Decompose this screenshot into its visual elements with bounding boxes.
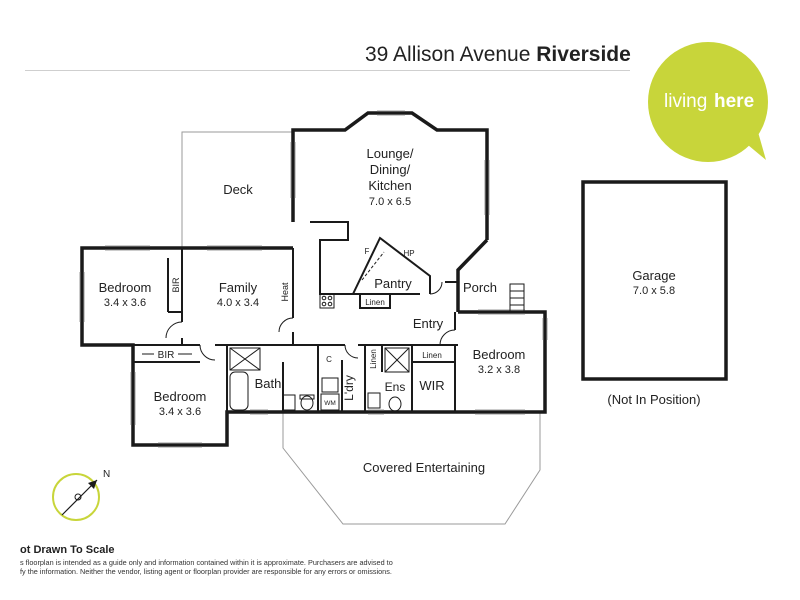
label-wir: WIR: [419, 378, 444, 393]
label-pantry: Pantry: [374, 276, 412, 291]
disclaimer-line-2: fy the information. Neither the vendor, …: [20, 567, 392, 576]
covered-entertaining-outline: [282, 412, 541, 525]
logo-tail: [742, 132, 766, 160]
ensuite-shower: [384, 347, 410, 373]
scale-notice: ot Drawn To Scale: [20, 544, 115, 556]
label-bedroom-east-size: 3.2 x 3.8: [478, 364, 520, 376]
disclaimer-line-1: s floorplan is intended as a guide only …: [20, 558, 393, 567]
label-bedroom-sw: Bedroom: [154, 389, 207, 404]
header-divider: [25, 70, 630, 71]
label-garage: Garage: [632, 268, 675, 283]
bath-toilet: [300, 395, 314, 411]
fixtures: [165, 251, 525, 412]
label-porch: Porch: [463, 280, 497, 295]
suburb-name: Riverside: [536, 43, 631, 66]
label-bedroom-west: Bedroom: [99, 280, 152, 295]
label-family-size: 4.0 x 3.4: [217, 297, 259, 309]
label-wm: WM: [324, 400, 336, 407]
label-ensuite: Ens: [385, 380, 406, 394]
label-garage-size: 7.0 x 5.8: [633, 285, 675, 297]
bathtub: [229, 371, 249, 411]
label-linen-ens: Linen: [369, 349, 378, 369]
logo-word-here: here: [714, 91, 754, 112]
property-address: 39 Allison Avenue Riverside: [365, 43, 631, 67]
laundry-tub: [321, 377, 339, 393]
exterior-walls: [80, 111, 728, 447]
label-lounge-size: 7.0 x 6.5: [369, 196, 411, 208]
label-bir-sw: BIR: [158, 350, 175, 361]
ensuite-toilet: [388, 396, 402, 412]
label-fridge: F: [365, 247, 370, 256]
room-labels: Lounge/ Dining/ Kitchen 7.0 x 6.5 Deck B…: [99, 146, 701, 475]
label-hp: HP: [403, 249, 414, 258]
label-bir-west: BIR: [171, 277, 181, 293]
washing-machine: [320, 393, 340, 411]
label-bedroom-sw-size: 3.4 x 3.6: [159, 406, 201, 418]
label-bedroom-west-size: 3.4 x 3.6: [104, 297, 146, 309]
bath-shower: [229, 347, 261, 371]
label-laundry: L'dry: [342, 375, 356, 401]
logo-circle: [648, 42, 768, 162]
label-bedroom-east: Bedroom: [473, 347, 526, 362]
compass-ring: [52, 473, 100, 521]
agency-logo: living here: [646, 40, 770, 164]
windows: [79, 110, 548, 448]
street-name: 39 Allison Avenue: [365, 43, 531, 66]
label-lounge-2: Dining/: [370, 162, 411, 177]
label-lounge-3: Kitchen: [368, 178, 411, 193]
disclaimer-text: s floorplan is intended as a guide only …: [20, 558, 460, 576]
label-bath: Bath: [255, 376, 282, 391]
label-linen-entry: Linen: [422, 351, 442, 360]
deck-outline: [181, 131, 293, 248]
label-deck: Deck: [223, 182, 253, 197]
label-garage-note: (Not In Position): [607, 392, 700, 407]
label-family: Family: [219, 280, 258, 295]
compass-north-label: N: [103, 469, 110, 480]
compass: N: [52, 469, 110, 521]
logo-badge: living here: [648, 42, 768, 162]
label-heat: Heat: [280, 282, 290, 302]
label-lounge-1: Lounge/: [367, 146, 414, 161]
cooktop: [319, 293, 335, 309]
label-linen-pantry: Linen: [365, 298, 385, 307]
label-entry: Entry: [413, 316, 444, 331]
compass-arrow-icon: [88, 480, 97, 489]
small-labels: BIR BIR Heat Linen Linen Linen F HP C WM: [142, 247, 442, 407]
logo-word-living: living: [664, 91, 707, 112]
label-cupboard: C: [326, 355, 332, 364]
fridge-space: [361, 251, 385, 281]
label-covered-entertaining: Covered Entertaining: [363, 460, 485, 475]
